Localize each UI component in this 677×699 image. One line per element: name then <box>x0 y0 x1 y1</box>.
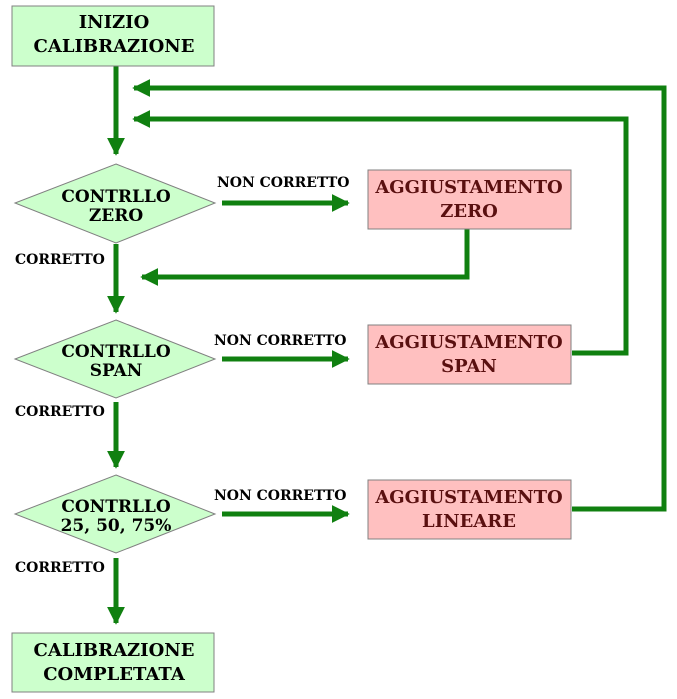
start-line1: INIZIO <box>79 12 150 33</box>
label-span-not-ok: NON CORRETTO <box>214 333 346 349</box>
arrow-adjust-span-return <box>132 110 629 356</box>
decision-zero-diamond <box>13 163 217 244</box>
decision-zero: CONTRLLO ZERO <box>13 163 217 244</box>
label-linear-not-ok: NON CORRETTO <box>214 488 346 504</box>
adjust-span-line2: SPAN <box>441 356 497 377</box>
action-adjust-span: AGGIUSTAMENTO SPAN <box>367 324 572 385</box>
decision-span-line2: SPAN <box>90 361 143 381</box>
decision-zero-line2: ZERO <box>89 206 143 226</box>
end-line2: COMPLETATA <box>43 664 186 685</box>
adjust-zero-line2: ZERO <box>440 201 498 222</box>
decision-zero-line1: CONTRLLO <box>61 187 171 207</box>
adjust-linear-box <box>367 479 572 540</box>
decision-linear: CONTRLLO 25, 50, 75% <box>13 474 217 554</box>
label-linear-ok: CORRETTO <box>15 560 105 576</box>
action-adjust-linear: AGGIUSTAMENTO LINEARE <box>367 479 572 540</box>
adjust-zero-box <box>367 169 572 230</box>
label-zero-ok: CORRETTO <box>15 252 105 268</box>
adjust-linear-line1: AGGIUSTAMENTO <box>374 487 562 508</box>
decision-linear-diamond <box>13 474 217 554</box>
label-zero-not-ok: NON CORRETTO <box>217 175 349 191</box>
adjust-span-box <box>367 324 572 385</box>
start-node: INIZIO CALIBRAZIONE <box>11 5 215 67</box>
arrow-adjust-linear-return <box>132 79 667 512</box>
decision-linear-line2: 25, 50, 75% <box>61 516 172 536</box>
start-box <box>11 5 215 67</box>
end-box <box>11 632 215 693</box>
adjust-zero-line1: AGGIUSTAMENTO <box>374 177 562 198</box>
decision-span-line1: CONTRLLO <box>61 342 171 362</box>
end-node: CALIBRAZIONE COMPLETATA <box>11 632 215 693</box>
connectors <box>107 66 667 625</box>
adjust-span-line1: AGGIUSTAMENTO <box>374 332 562 353</box>
adjust-linear-line2: LINEARE <box>422 511 516 532</box>
end-line1: CALIBRAZIONE <box>34 640 195 661</box>
decision-span: CONTRLLO SPAN <box>13 319 217 399</box>
start-line2: CALIBRAZIONE <box>34 36 195 57</box>
arrow-adjust-zero-return <box>140 229 470 286</box>
decision-linear-line1: CONTRLLO <box>61 497 171 517</box>
decision-span-diamond <box>13 319 217 399</box>
label-span-ok: CORRETTO <box>15 404 105 420</box>
action-adjust-zero: AGGIUSTAMENTO ZERO <box>367 169 572 230</box>
